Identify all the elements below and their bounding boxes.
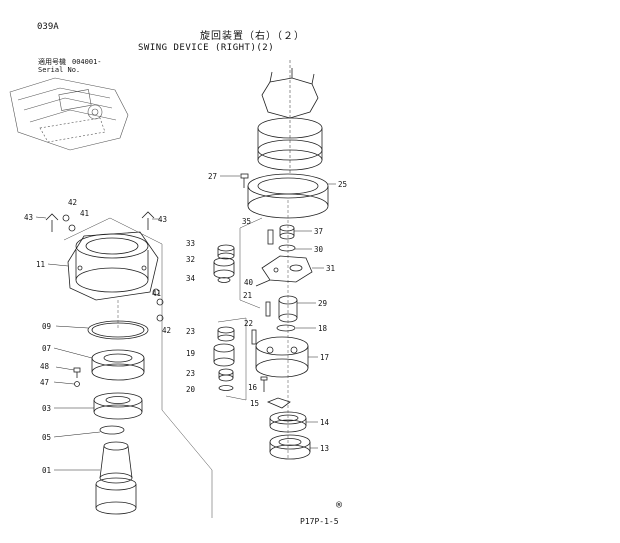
part-label: 18 bbox=[318, 324, 328, 333]
assembly-guide-lines bbox=[63, 200, 289, 518]
part-33-gear bbox=[217, 244, 235, 260]
serial-label-english: Serial No. bbox=[38, 66, 81, 74]
part-21-pin bbox=[265, 301, 271, 317]
serial-label-japanese: 適用号機 bbox=[38, 58, 66, 66]
part-31-carrier bbox=[261, 255, 313, 283]
document-code: P17P-1-5 bbox=[300, 517, 339, 526]
part-label: 41 bbox=[80, 209, 89, 218]
part-label: 15 bbox=[250, 399, 259, 408]
part-07-bearing bbox=[91, 349, 145, 381]
part-label: 13 bbox=[320, 444, 329, 453]
part-label: 20 bbox=[186, 385, 196, 394]
part-22-pin bbox=[251, 329, 257, 345]
part-label: 25 bbox=[338, 180, 347, 189]
part-label: 21 bbox=[243, 291, 252, 300]
part-label: 42 bbox=[162, 326, 171, 335]
title-japanese: 旋回装置（右）（２） bbox=[200, 31, 305, 42]
part-label: 35 bbox=[242, 217, 251, 226]
part-label: 33 bbox=[186, 239, 195, 248]
part-13-bearing bbox=[269, 434, 311, 460]
part-23-gear bbox=[217, 326, 235, 342]
part-label: 30 bbox=[314, 245, 324, 254]
part-30-washer bbox=[278, 244, 296, 252]
part-label: 32 bbox=[186, 255, 195, 264]
part-label: 22 bbox=[244, 319, 253, 328]
leader-lines bbox=[35, 175, 336, 471]
part-29-sun-gear bbox=[278, 295, 298, 323]
part-label: 43 bbox=[24, 213, 33, 222]
part-37-gear bbox=[279, 224, 295, 240]
part-label: 14 bbox=[320, 418, 330, 427]
part-17-carrier bbox=[255, 336, 309, 378]
part-09-ring bbox=[87, 320, 149, 340]
serial-value: 004001- bbox=[72, 58, 102, 66]
part-label: 07 bbox=[42, 344, 51, 353]
part-label: 23 bbox=[186, 327, 195, 336]
part-label: 01 bbox=[42, 466, 51, 475]
part-20-washer bbox=[218, 385, 234, 391]
small-bolts bbox=[45, 211, 164, 387]
part-label: 09 bbox=[42, 322, 51, 331]
part-label: 03 bbox=[42, 404, 51, 413]
part-01-shaft bbox=[95, 441, 137, 515]
part-34-washer bbox=[217, 277, 231, 283]
part-label: 05 bbox=[42, 433, 51, 442]
part-label: 16 bbox=[248, 383, 258, 392]
part-03-bearing bbox=[93, 392, 143, 420]
part-label: 40 bbox=[244, 278, 254, 287]
part-label: 41 bbox=[152, 289, 161, 298]
part-label: 27 bbox=[208, 172, 217, 181]
part-label: 47 bbox=[40, 378, 49, 387]
part-32-gear bbox=[213, 257, 235, 279]
part-label: 19 bbox=[186, 349, 195, 358]
part-05-seal bbox=[99, 425, 125, 435]
part-label: 42 bbox=[68, 198, 77, 207]
part-label: 48 bbox=[40, 362, 50, 371]
part-label: 11 bbox=[36, 260, 45, 269]
part-label: 31 bbox=[326, 264, 335, 273]
page-code: 039A bbox=[37, 22, 59, 32]
motor-assembly-drawing bbox=[257, 60, 323, 175]
part-label: 37 bbox=[314, 227, 323, 236]
part-35-pin bbox=[267, 229, 274, 245]
part-27-bolt bbox=[240, 173, 249, 188]
part-16-bolt bbox=[260, 376, 268, 392]
title-english: SWING DEVICE (RIGHT)(2) bbox=[138, 43, 275, 53]
part-label: 43 bbox=[158, 215, 167, 224]
part-18-plate bbox=[276, 324, 296, 332]
part-label: 23 bbox=[186, 369, 195, 378]
excavator-thumbnail bbox=[9, 77, 129, 151]
part-11-housing bbox=[67, 231, 159, 301]
part-40-pin bbox=[255, 279, 271, 287]
registered-mark: ® bbox=[336, 500, 343, 511]
part-label: 17 bbox=[320, 353, 329, 362]
part-15-plate bbox=[266, 397, 291, 409]
part-label: 34 bbox=[186, 274, 196, 283]
part-labels: 27 25 42 41 43 43 35 37 33 30 32 11 31 3… bbox=[24, 172, 347, 475]
part-label: 29 bbox=[318, 299, 327, 308]
part-23b-gear bbox=[218, 368, 234, 382]
part-19-gear bbox=[213, 343, 235, 367]
